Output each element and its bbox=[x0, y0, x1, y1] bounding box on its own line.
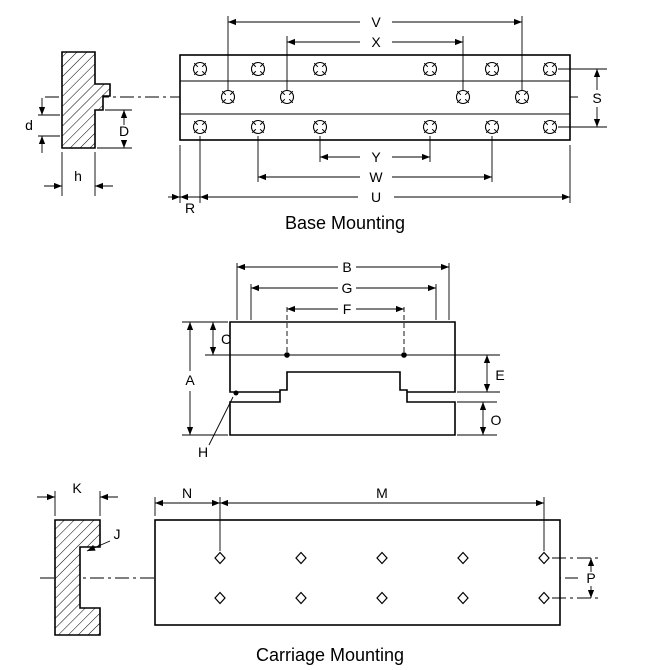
dim-E: E bbox=[457, 355, 505, 393]
dim-label-h: h bbox=[74, 168, 82, 184]
dim-label-N: N bbox=[182, 485, 192, 501]
mounting-hole bbox=[279, 89, 295, 105]
dim-S: S bbox=[558, 68, 607, 128]
dim-D: D bbox=[97, 109, 132, 149]
dim-P: P bbox=[552, 557, 601, 599]
dim-C: C bbox=[204, 321, 231, 355]
dim-W: W bbox=[257, 136, 493, 185]
dim-label-U: U bbox=[371, 189, 381, 205]
dim-A: A bbox=[182, 321, 228, 436]
carriage-mounting-caption: Carriage Mounting bbox=[256, 645, 404, 665]
rail-top-view bbox=[179, 54, 571, 141]
carriage-bottom-view bbox=[154, 519, 561, 626]
dim-Y: Y bbox=[319, 136, 431, 165]
dim-label-X: X bbox=[371, 34, 381, 50]
mounting-hole bbox=[250, 61, 266, 77]
base-mounting-caption: Base Mounting bbox=[285, 213, 405, 233]
dim-O: O bbox=[457, 401, 502, 436]
rail-profile-under-carriage bbox=[229, 371, 456, 436]
mounting-hole bbox=[455, 89, 471, 105]
dim-label-A: A bbox=[185, 372, 195, 388]
rail-cross-section bbox=[61, 51, 111, 149]
mounting-hole bbox=[422, 119, 438, 135]
dim-K: K bbox=[37, 480, 118, 516]
dim-label-B: B bbox=[342, 259, 351, 275]
dim-G: G bbox=[250, 280, 437, 320]
dim-label-W: W bbox=[369, 169, 383, 185]
dim-h: h bbox=[44, 152, 113, 196]
dim-label-E: E bbox=[495, 367, 504, 383]
dim-label-d: d bbox=[25, 117, 33, 133]
dim-label-J: J bbox=[114, 526, 121, 542]
dim-d: d bbox=[25, 98, 60, 153]
dim-label-Y: Y bbox=[371, 149, 381, 165]
dim-label-V: V bbox=[371, 14, 381, 30]
dim-label-F: F bbox=[343, 301, 352, 317]
dim-R: R bbox=[168, 136, 212, 216]
mounting-hole bbox=[250, 119, 266, 135]
dim-F: F bbox=[286, 301, 405, 352]
hole-point-left bbox=[284, 352, 290, 358]
base-mounting-view: d D h bbox=[25, 14, 607, 233]
dim-label-S: S bbox=[592, 90, 601, 106]
h-reference-point bbox=[233, 390, 239, 396]
hole-point-right bbox=[401, 352, 407, 358]
mounting-hole bbox=[514, 89, 530, 105]
mounting-hole bbox=[312, 119, 328, 135]
dim-label-G: G bbox=[342, 280, 353, 296]
mounting-hole bbox=[484, 61, 500, 77]
dim-label-M: M bbox=[376, 485, 388, 501]
dim-label-D: D bbox=[119, 123, 129, 139]
mounting-hole bbox=[542, 61, 558, 77]
dim-label-C: C bbox=[221, 331, 231, 347]
mounting-hole bbox=[422, 61, 438, 77]
dim-X: X bbox=[286, 34, 464, 90]
dim-V: V bbox=[227, 14, 523, 90]
carriage-mounting-view: K J N bbox=[37, 480, 601, 665]
carriage-cross-section-view: B G F C A bbox=[182, 259, 505, 460]
carriage-end-section bbox=[54, 519, 101, 636]
mounting-hole bbox=[542, 119, 558, 135]
mounting-hole bbox=[484, 119, 500, 135]
dim-M: M bbox=[220, 485, 545, 551]
dim-label-P: P bbox=[586, 570, 595, 586]
mounting-hole bbox=[220, 89, 236, 105]
mounting-hole bbox=[312, 61, 328, 77]
dim-label-H: H bbox=[198, 444, 208, 460]
mounting-hole bbox=[192, 61, 208, 77]
dim-H: H bbox=[198, 390, 239, 460]
dim-label-O: O bbox=[491, 412, 502, 428]
mounting-hole bbox=[192, 119, 208, 135]
dim-label-R: R bbox=[185, 200, 195, 216]
dim-label-K: K bbox=[72, 480, 82, 496]
dim-B: B bbox=[236, 259, 450, 320]
dim-J: J bbox=[86, 526, 121, 552]
